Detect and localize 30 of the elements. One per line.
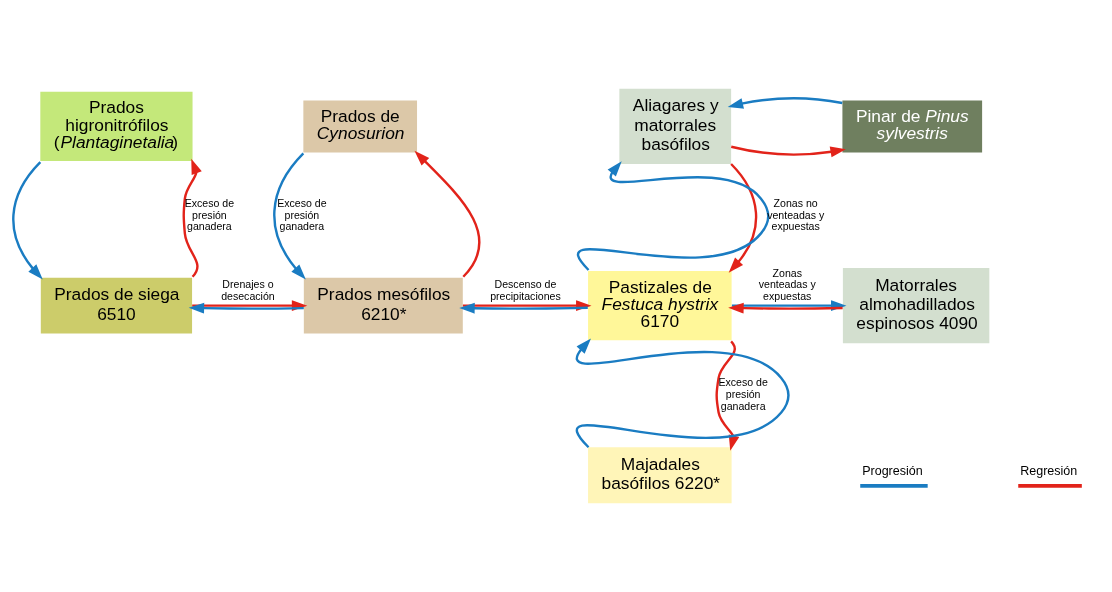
arrow [273,152,306,280]
node-box: Pinar de Pinus sylvestris [842,100,983,153]
edge-label: Descenso de precipitaciones [490,278,561,302]
arrow [414,150,481,278]
arrow [188,302,304,314]
node-box: Prados de Cynosurion [303,100,418,153]
arrow [577,161,770,271]
edge-label: Exceso de presión ganadera [277,197,327,233]
legend-label: Progresión [862,463,923,478]
node-box: Prados de siega 6510 [40,277,193,334]
node-box: Prados higronitrófilos (Plantaginetalia) [40,91,193,162]
arrow [715,340,740,451]
node-box: Prados mesófilos 6210* [303,277,463,334]
edge-label: Exceso de presión ganadera [718,376,768,412]
edge-label: Drenajes o desecación [221,278,275,302]
arrow [727,97,843,109]
arrow [182,158,202,278]
legend-label: Regresión [1020,463,1078,478]
node-box: Majadales basófilos 6220* [588,447,732,504]
arrow [459,302,588,314]
arrow [728,163,758,273]
node-box: Pastizales de Festuca hystrix 6170 [588,270,732,341]
arrow [12,161,43,280]
edge-label: Exceso de presión ganadera [184,197,235,233]
arrow [731,145,846,158]
edge-label: Zonas venteadas y expuestas [758,266,816,302]
node-box: Matorrales almohadillados espinosos 4090 [842,268,990,344]
arrow [576,338,790,449]
arrow [728,302,843,314]
node-box: Aliagares y matorrales basófilos [619,88,732,164]
